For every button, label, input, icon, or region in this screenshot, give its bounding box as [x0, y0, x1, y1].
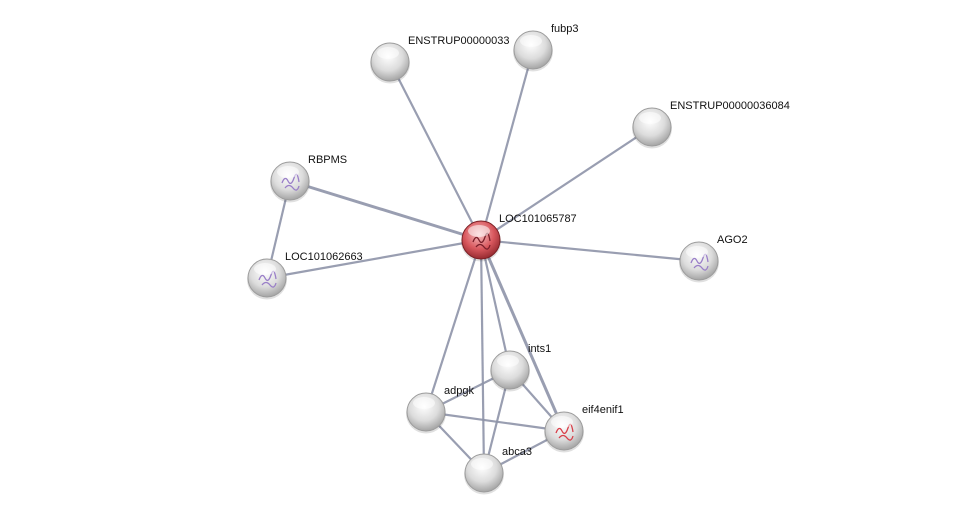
node-label: RBPMS — [308, 154, 347, 166]
edge-LOC101065787-ints1[interactable] — [479, 239, 512, 371]
edge-LOC101065787-ENSTRUP00000036084[interactable] — [480, 126, 653, 241]
node-ints1[interactable] — [490, 350, 530, 392]
edge-LOC101065787-AGO2[interactable] — [480, 238, 700, 263]
node-label: ENSTRUP00000033 — [408, 35, 510, 47]
node-label: eif4enif1 — [582, 404, 624, 416]
node-label: ENSTRUP00000036084 — [670, 100, 790, 112]
node-LOC101062663[interactable] — [247, 258, 287, 300]
node-fubp3[interactable] — [513, 30, 553, 72]
edge-LOC101065787-eif4enif1[interactable] — [479, 239, 566, 432]
node-label: adpgk — [444, 385, 474, 397]
node-abca3[interactable] — [464, 453, 504, 495]
node-label: AGO2 — [717, 234, 748, 246]
node-RBPMS[interactable] — [270, 161, 310, 203]
edge-LOC101065787-LOC101062663[interactable] — [266, 238, 482, 280]
node-LOC101065787[interactable] — [461, 220, 501, 262]
edge-adpgk-eif4enif1[interactable] — [425, 410, 565, 433]
edge-LOC101065787-RBPMS[interactable] — [289, 179, 482, 242]
node-label: abca3 — [502, 446, 532, 458]
node-adpgk[interactable] — [406, 392, 446, 434]
node-label: LOC101062663 — [285, 251, 363, 263]
node-AGO2[interactable] — [679, 241, 719, 283]
edge-LOC101065787-fubp3[interactable] — [479, 49, 535, 241]
node-ENSTRUP00000036084[interactable] — [632, 107, 672, 149]
node-label: ints1 — [528, 343, 551, 355]
edge-LOC101065787-abca3[interactable] — [479, 239, 486, 474]
node-ENSTRUP00000033[interactable] — [370, 42, 410, 84]
node-label: LOC101065787 — [499, 213, 577, 225]
edge-LOC101065787-ENSTRUP00000033[interactable] — [389, 61, 482, 241]
edge-LOC101065787-adpgk[interactable] — [424, 239, 483, 413]
node-label: fubp3 — [551, 23, 579, 35]
node-eif4enif1[interactable] — [544, 411, 584, 453]
